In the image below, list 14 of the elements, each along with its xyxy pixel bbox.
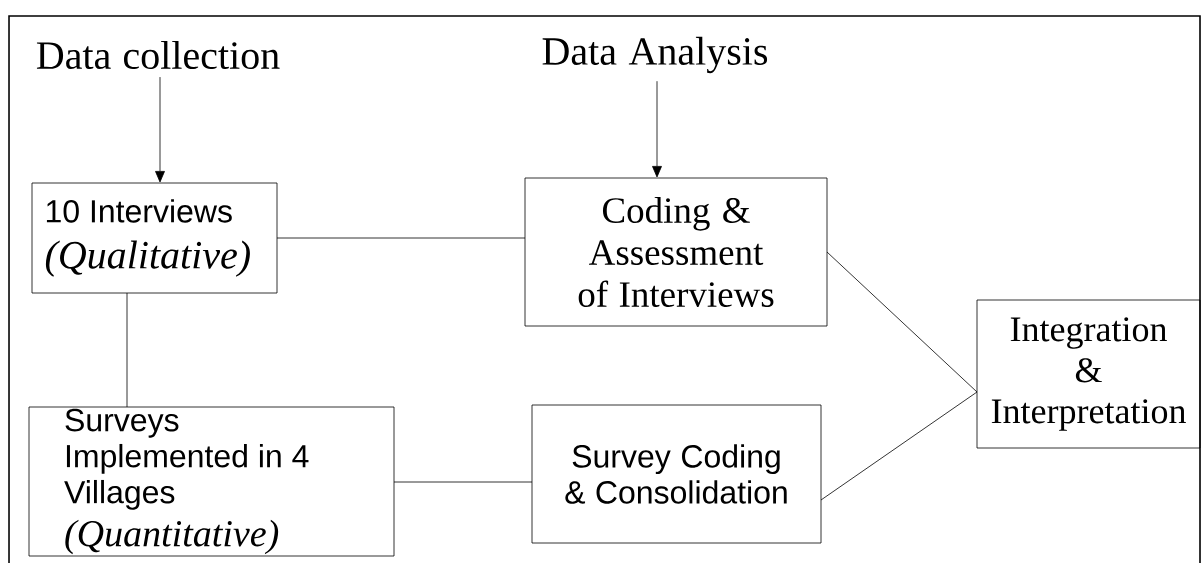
process-box: Coding & Assessment of Interviews: [524, 177, 828, 327]
heading: Data collection: [36, 40, 280, 70]
connector-line: [393, 481, 533, 483]
process-box: 10 Interviews (Qualitative): [31, 182, 278, 294]
process-box: Surveys Implemented in 4 Villages (Quantitative): [28, 406, 395, 557]
process-box: Integration & Interpretation: [976, 299, 1201, 449]
connector-line: [126, 292, 128, 408]
heading: Data Analysis: [542, 36, 768, 74]
process-box: Survey Coding & Consolidation: [531, 404, 822, 544]
connector-line: [826, 251, 978, 393]
connector-line: [276, 237, 526, 239]
arrow: [155, 76, 165, 183]
arrow: [652, 80, 662, 178]
connector-line: [820, 391, 978, 501]
